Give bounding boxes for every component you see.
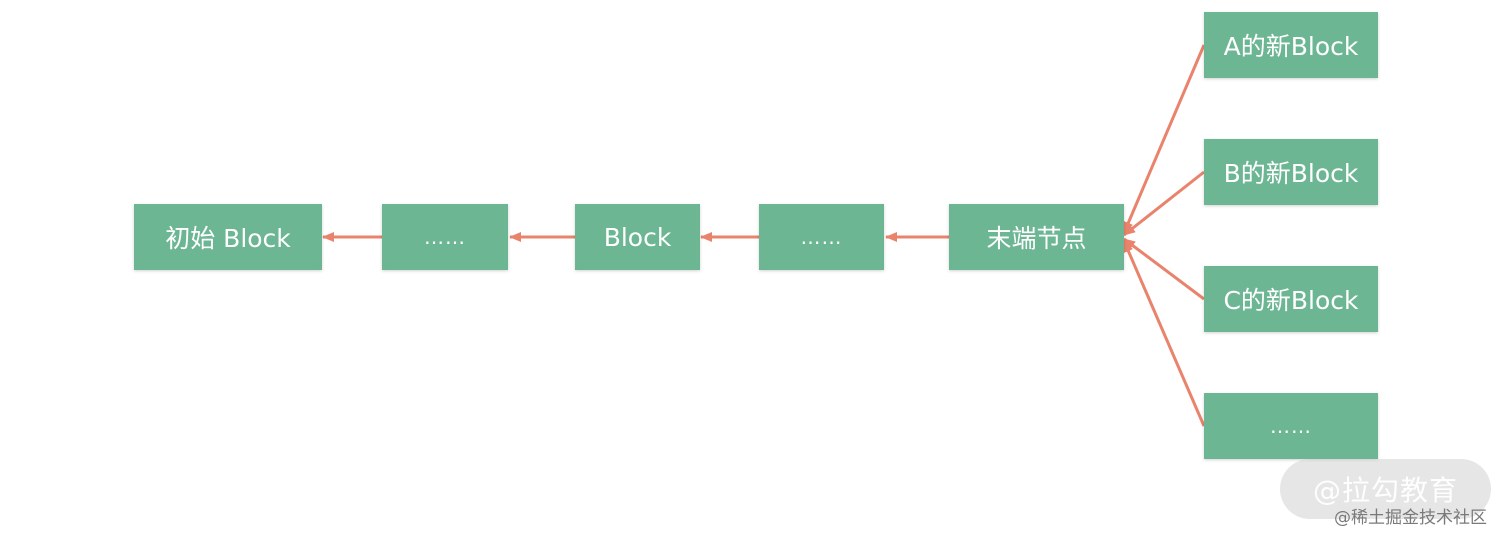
ellipsis-node-1: …… [382,204,508,270]
branch-c-node: C的新Block [1204,266,1378,332]
arrow-branch-more-to-tail [1122,240,1206,427]
branch-a-node: A的新Block [1204,12,1378,78]
arrow-branch-b-to-tail [1123,170,1205,237]
arrow-branch-c-to-tail [1123,237,1205,301]
juejin-watermark-text: @稀土掘金技术社区 [1334,508,1487,528]
ellipsis-node-2: …… [759,204,884,270]
genesis-block-node: 初始 Block [134,204,322,270]
branch-b-node: B的新Block [1204,139,1378,205]
tail-node: 末端节点 [949,204,1124,270]
branch-more-node: …… [1204,393,1378,459]
lagou-watermark-badge: @拉勾教育 [1280,459,1491,519]
arrow-branch-a-to-tail [1122,44,1206,234]
block-node: Block [575,204,700,270]
